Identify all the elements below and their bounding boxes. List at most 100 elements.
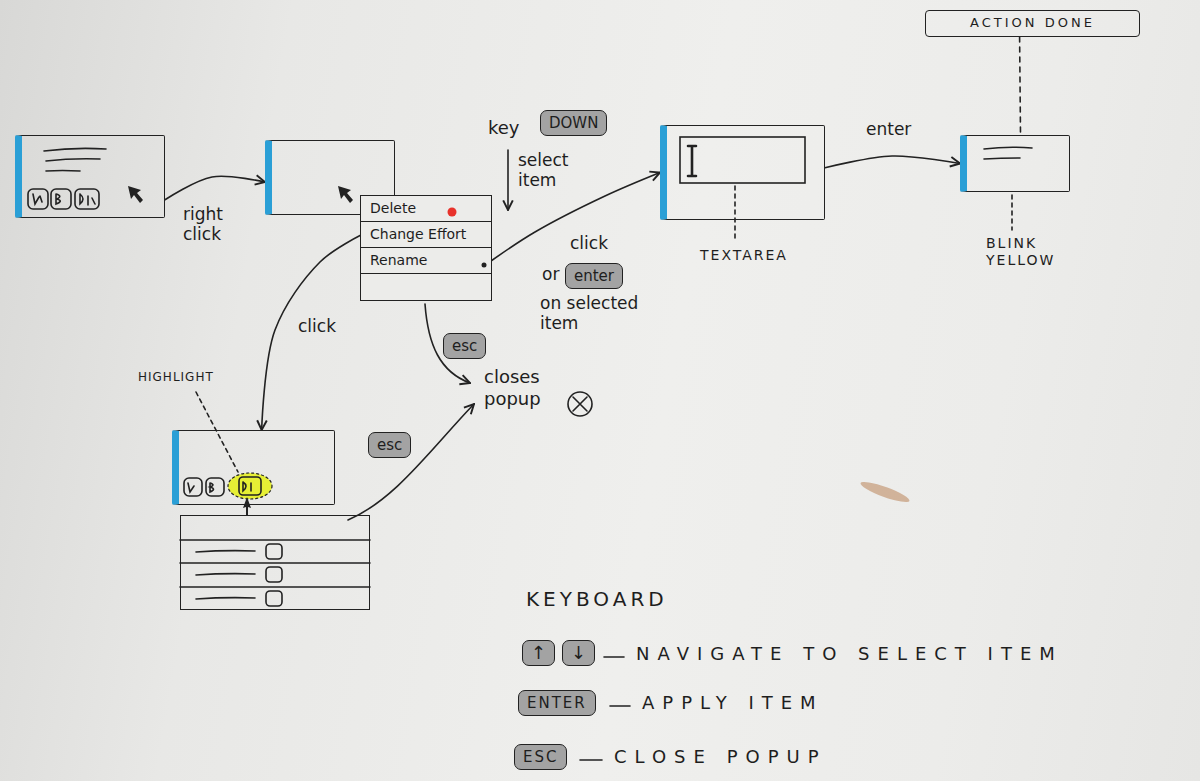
key-cap: ESC	[514, 744, 567, 770]
mouse-cursor	[338, 186, 353, 203]
label-box: TEXTAREA	[700, 247, 788, 264]
text-line	[196, 551, 255, 599]
icon	[266, 567, 282, 582]
dot	[482, 263, 487, 268]
icon	[28, 189, 48, 209]
node-text: ENTER	[527, 693, 587, 713]
icon	[266, 544, 282, 559]
legend-entry: CLOSE POPUP	[614, 746, 827, 768]
leader-line	[734, 186, 736, 242]
node-text: Change Effort	[370, 222, 466, 247]
dash	[604, 656, 624, 658]
menu-item: Change Effort	[361, 222, 491, 248]
card-box	[960, 135, 1070, 192]
text-line	[984, 147, 1032, 149]
label-box: KEYBOARD	[526, 587, 668, 611]
status-box: ACTION DONE	[925, 10, 1140, 37]
node-text: esc	[452, 336, 477, 356]
text-line	[44, 148, 106, 151]
paper-stain	[859, 478, 911, 505]
node-text: ESC	[523, 747, 558, 767]
leader-line	[1011, 195, 1013, 230]
label-box: on selected item	[540, 293, 655, 334]
flow-arrow	[825, 156, 960, 168]
key-cap: DOWN	[540, 110, 607, 136]
dropdown-list	[180, 515, 370, 610]
icon	[75, 189, 99, 209]
label-box: or	[542, 264, 559, 284]
text-line	[984, 158, 1020, 159]
legend-text: CLOSE POPUP	[614, 746, 827, 768]
key-cap: enter	[565, 263, 623, 289]
annotation: BLINK YELLOW	[986, 235, 1076, 269]
annotation: select item	[518, 150, 588, 191]
card-box	[172, 430, 335, 505]
edge-label: click	[570, 233, 608, 253]
edge-label-box: click	[298, 316, 336, 336]
node-text: Delete	[370, 196, 416, 221]
edge-label: click	[298, 316, 336, 336]
context-menu: DeleteChange EffortRename	[360, 195, 492, 301]
icon	[266, 591, 282, 606]
menu-item: Rename	[361, 248, 491, 274]
edge-label-box: click	[570, 233, 608, 253]
node-text: DOWN	[549, 113, 598, 133]
node-text: ↑	[531, 643, 546, 663]
text-cursor	[688, 146, 696, 176]
edge-label-box: enter	[866, 119, 911, 139]
key-cap: ↑	[522, 640, 555, 666]
node-text: Rename	[370, 248, 427, 273]
close-symbol	[573, 397, 587, 411]
flow-arrow	[262, 235, 361, 430]
edge-label-box: right click	[183, 204, 243, 245]
list-separator	[180, 540, 370, 587]
legend-entry: APPLY ITEM	[642, 692, 824, 714]
node-text: esc	[377, 435, 402, 455]
node-text: ↓	[571, 643, 586, 663]
key-cap: esc	[443, 333, 486, 359]
annotation: KEYBOARD	[526, 587, 668, 611]
key-cap: esc	[368, 432, 411, 458]
node-text: ACTION DONE	[970, 11, 1095, 35]
icon-scribble	[33, 194, 42, 204]
down-arrow	[507, 150, 509, 210]
annotation: on selected item	[540, 293, 655, 334]
label-box: select item	[518, 150, 588, 191]
key-cap: ENTER	[518, 690, 596, 716]
legend-text: NAVIGATE TO SELECT ITEM	[636, 643, 1063, 665]
red-dot	[448, 208, 457, 217]
icon	[51, 189, 71, 209]
textarea	[680, 137, 805, 183]
icon-scribble	[56, 194, 60, 204]
annotation: or	[542, 264, 559, 284]
edge-label: right click	[183, 204, 243, 245]
icon-scribble	[80, 194, 95, 205]
mouse-cursor	[243, 497, 251, 515]
highlight	[228, 473, 272, 499]
label-box: BLINK YELLOW	[986, 235, 1076, 269]
annotation: closes popup	[484, 366, 556, 409]
node-text: enter	[574, 266, 614, 286]
card-box	[15, 135, 165, 218]
annotation: TEXTAREA	[700, 247, 788, 264]
text-line	[46, 170, 80, 172]
flow-arrow	[165, 176, 265, 199]
card-box	[660, 125, 825, 220]
dash	[610, 705, 630, 707]
edge-label: enter	[866, 119, 911, 139]
menu-item: Delete	[361, 196, 491, 222]
dash	[580, 759, 602, 761]
annotation: HIGHLIGHT	[138, 370, 214, 384]
flow-arrow	[491, 173, 660, 262]
label-box: closes popup	[484, 366, 556, 409]
label-box: HIGHLIGHT	[138, 370, 214, 384]
close-symbol	[568, 392, 592, 416]
leader-line	[196, 392, 238, 472]
mouse-cursor	[128, 186, 143, 203]
text-line	[46, 159, 100, 161]
legend-entry: NAVIGATE TO SELECT ITEM	[636, 643, 1063, 665]
icon-scribble	[188, 482, 251, 492]
label-box: key	[488, 117, 520, 139]
key-cap: ↓	[562, 640, 595, 666]
